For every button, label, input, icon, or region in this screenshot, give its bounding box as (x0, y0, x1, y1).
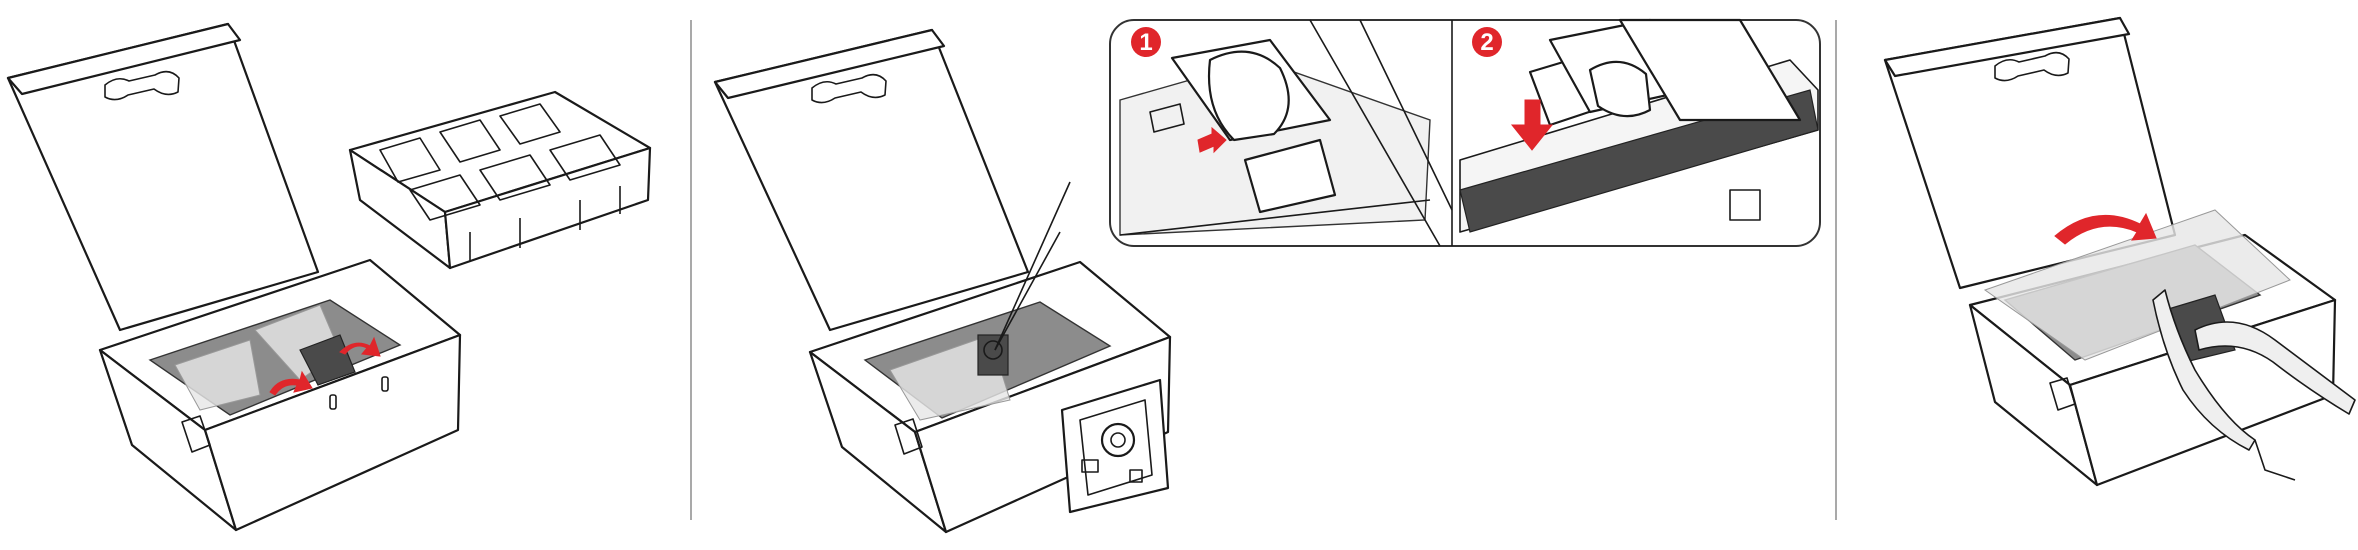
divider-left (690, 20, 692, 520)
step-badge-2 (1472, 27, 1502, 57)
step-panel-attach-stand: 1 2 (690, 0, 1835, 550)
open-box-icon (6, 22, 462, 532)
callout-panel-1 (1119, 19, 1453, 247)
step1-illustration (6, 22, 652, 532)
step-panel-lift-monitor (1835, 0, 2358, 550)
stand-attachment-callout: 1 2 (994, 18, 1821, 351)
foam-tray-icon (348, 90, 652, 270)
step-badge-2-label: 2 (1480, 29, 1493, 56)
curved-arrow-icon (2054, 212, 2157, 245)
step3-illustration (1883, 16, 2356, 487)
step2-illustration: 1 2 (713, 18, 1821, 534)
open-box-icon (713, 28, 1172, 534)
step-badge-1 (1131, 27, 1161, 57)
callout-panel-2 (1459, 18, 1819, 233)
step-badge-1-label: 1 (1139, 29, 1152, 56)
divider-right (1835, 20, 1837, 520)
curved-arrow-icon (269, 336, 381, 396)
step-panel-remove-foam (0, 0, 690, 550)
push-arrow-icon (1197, 126, 1227, 154)
hands-icon (2152, 289, 2356, 481)
down-arrow-icon (1510, 99, 1554, 151)
open-box-icon (1883, 16, 2337, 487)
stand-base-icon (1060, 378, 1170, 514)
